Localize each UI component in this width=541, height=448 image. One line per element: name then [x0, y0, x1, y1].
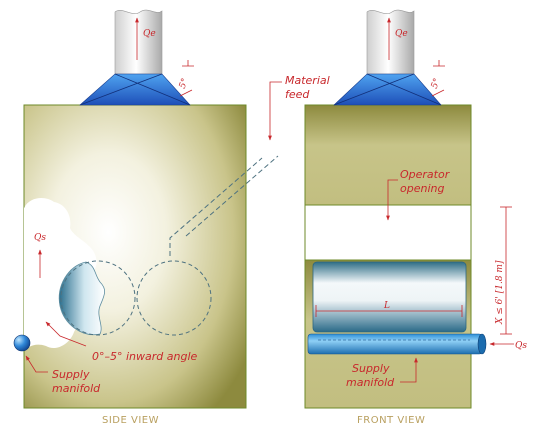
material-feed-label-2: feed	[285, 88, 310, 101]
side-feed-chute-edge	[185, 155, 279, 237]
front-angle-tick-bottom	[431, 89, 445, 97]
front-hood-cross	[333, 73, 442, 106]
side-exhaust-duct	[114, 9, 163, 75]
front-supply-pipe	[307, 333, 483, 355]
operator-opening-leader	[386, 179, 398, 221]
material-feed-annotation: Material feed	[268, 74, 330, 141]
front-length-label: L	[383, 301, 390, 311]
side-qe-label: Qe	[143, 29, 156, 39]
side-kidney-hood	[58, 261, 105, 336]
front-view-caption: FRONT VIEW	[357, 415, 425, 426]
side-supply-manifold	[13, 334, 31, 352]
front-qe-label: Qe	[395, 29, 408, 39]
front-angle-tick-top	[433, 60, 445, 67]
side-feed-chute	[169, 157, 263, 256]
front-hood	[333, 73, 442, 106]
front-exhaust-duct	[366, 9, 415, 75]
operator-opening-label-1: Operator	[400, 168, 451, 181]
side-supply-label-2: manifold	[52, 382, 101, 395]
side-drum-right	[136, 260, 212, 336]
front-supply-label-2: manifold	[346, 376, 395, 389]
side-angle-tick-bottom	[179, 89, 193, 97]
front-angle-label: 5°	[430, 77, 443, 90]
side-qs-label: Qs	[34, 233, 46, 243]
side-inward-angle-label: 0°–5° inward angle	[92, 350, 198, 363]
side-supply-label-1: Supply	[52, 368, 90, 381]
side-angle-label: 5°	[178, 77, 191, 90]
side-view: Qe 5° Qs 0°–5° inward angle Supply manif…	[13, 9, 279, 426]
front-supply-pipe-end	[477, 333, 487, 355]
side-angle-tick-top	[182, 60, 194, 67]
front-supply-label-1: Supply	[352, 362, 390, 375]
side-inward-angle-leader	[45, 321, 87, 347]
front-height-label: X ≤ 6' [1.8 m]	[495, 260, 505, 325]
side-view-caption: SIDE VIEW	[102, 415, 159, 426]
front-drum	[312, 261, 467, 333]
side-hood-cross	[79, 73, 191, 106]
material-feed-label-1: Material	[285, 74, 330, 87]
side-supply-leader	[25, 355, 48, 373]
material-feed-leader	[268, 81, 282, 141]
front-supply-leader	[400, 357, 418, 383]
front-view: L Qe 5° Operator opening X ≤ 6' [1.8 m] …	[304, 9, 527, 426]
side-hood	[79, 73, 191, 106]
operator-opening-label-2: opening	[400, 182, 444, 195]
side-drum-left	[60, 260, 136, 336]
front-qs-label: Qs	[515, 341, 527, 351]
